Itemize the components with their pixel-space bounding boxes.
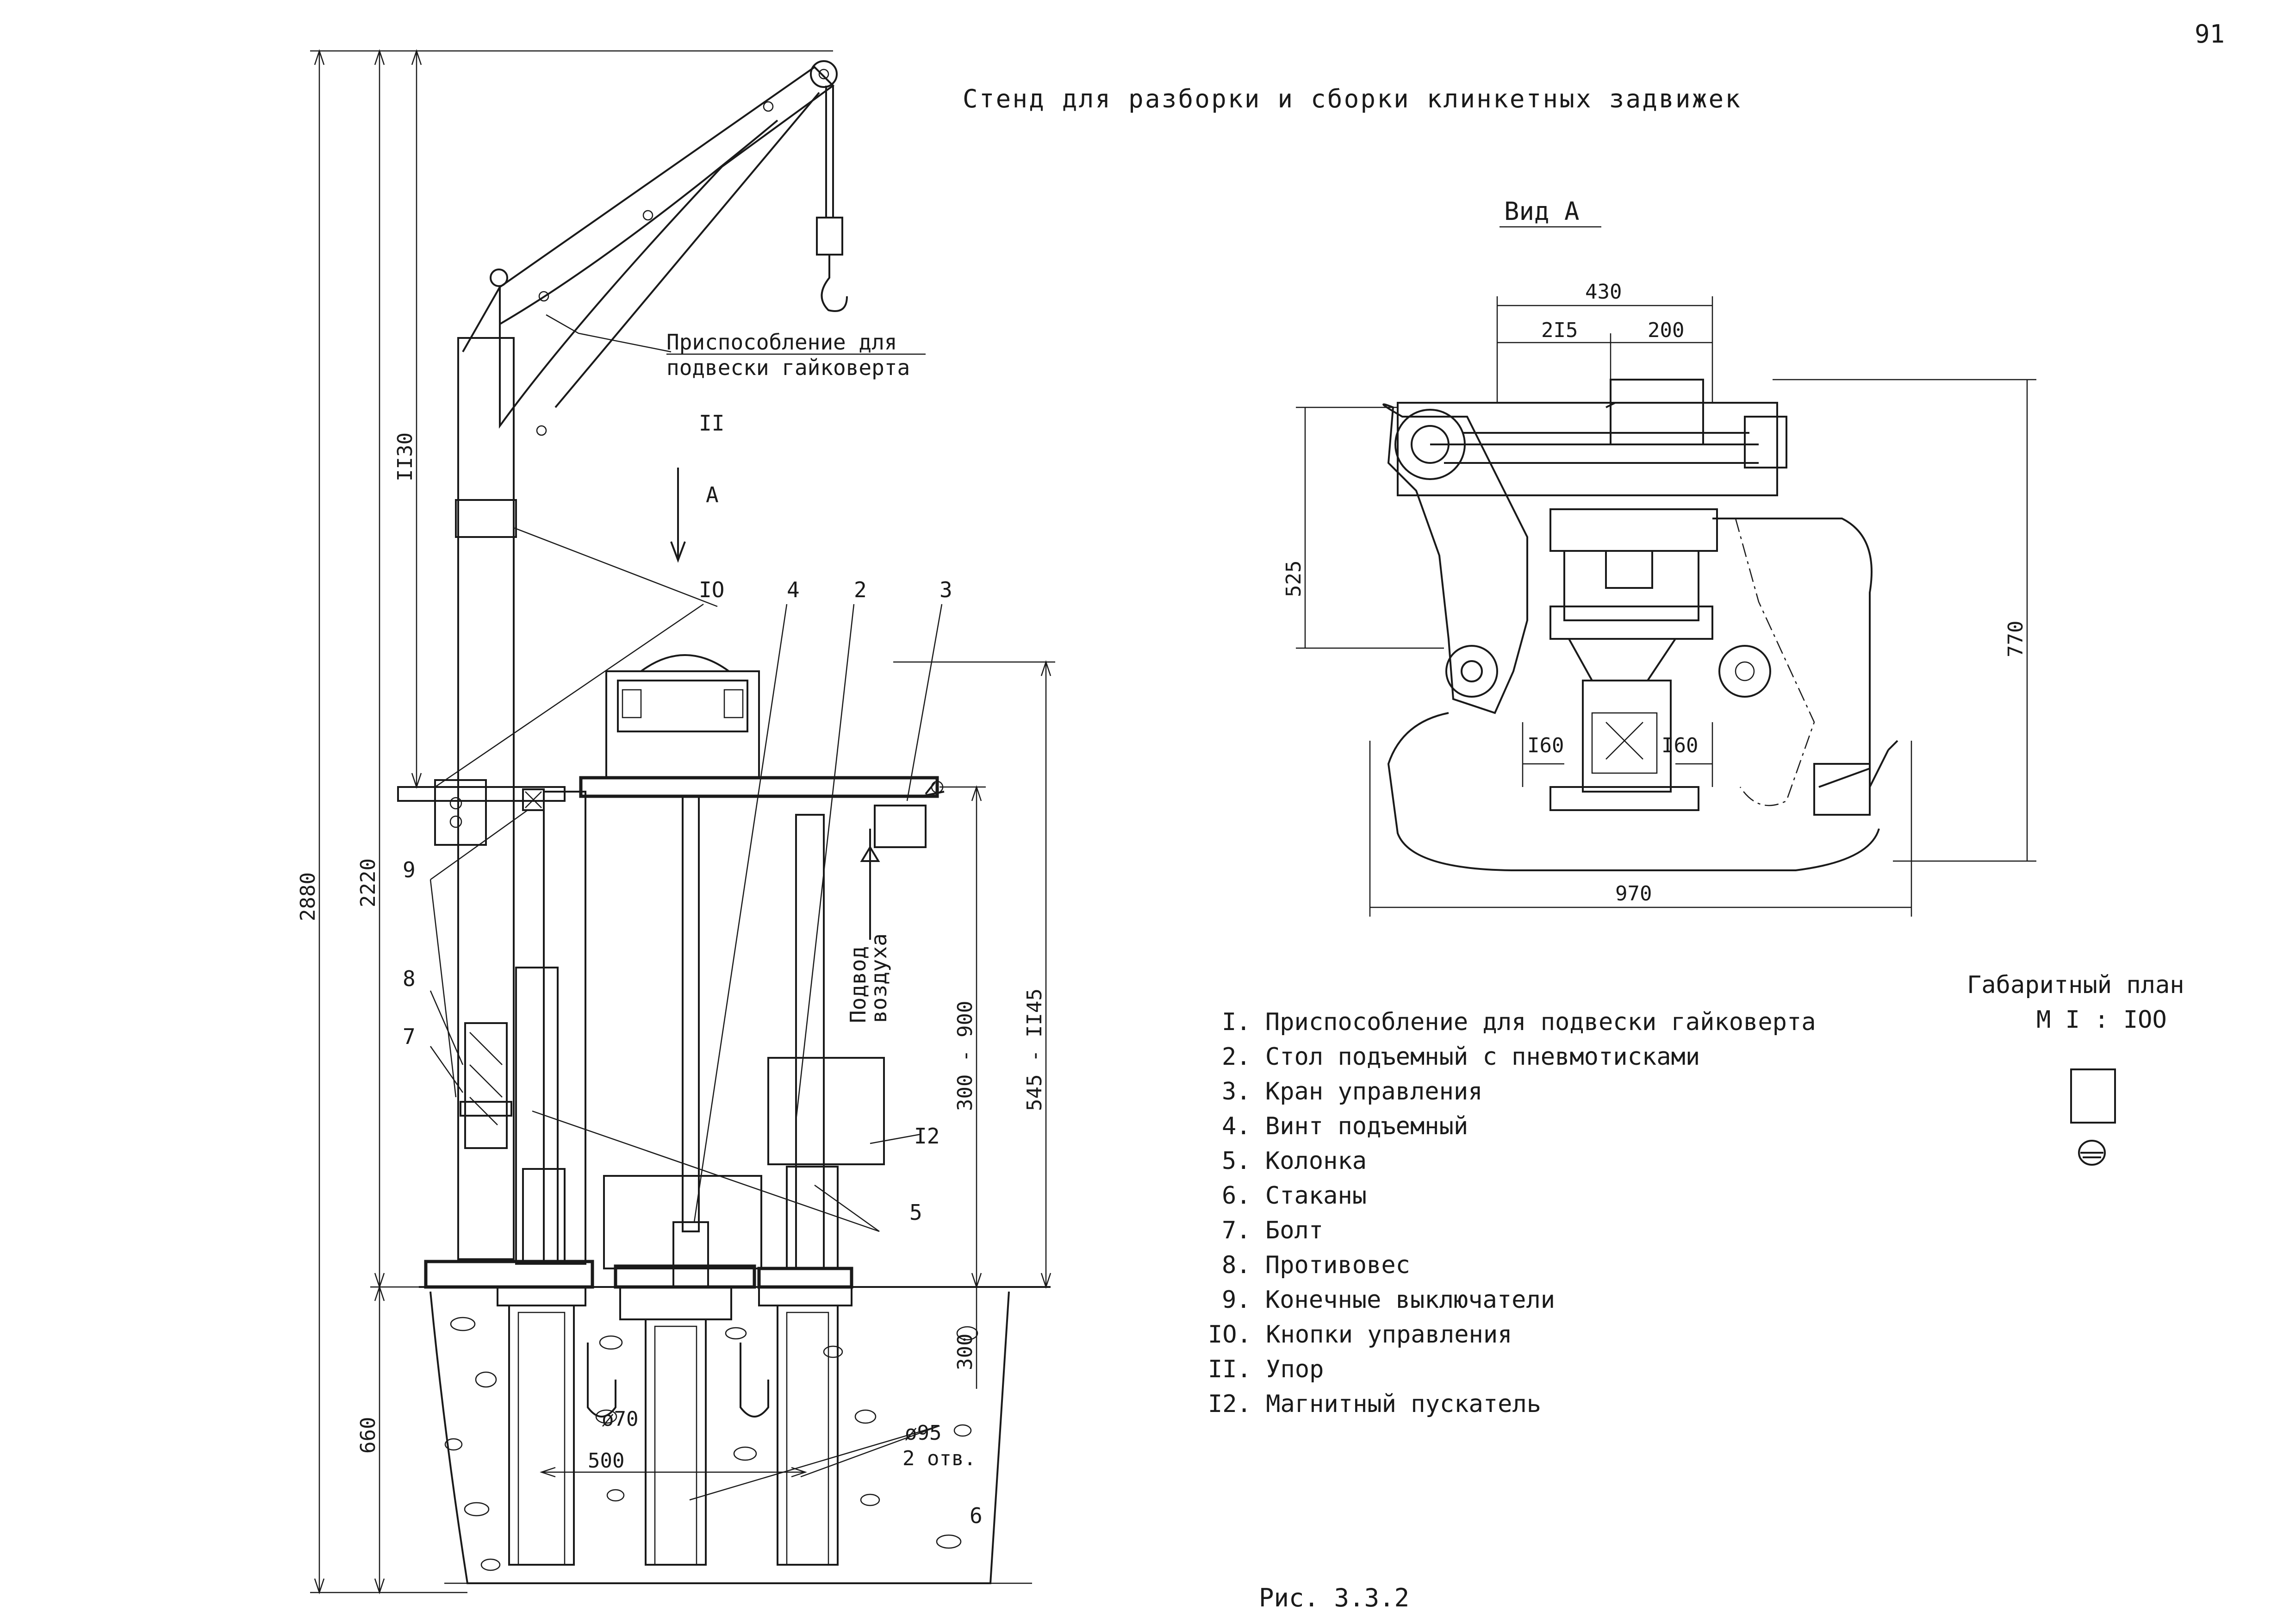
gabarit-plan: Габаритный план М I : IOO: [1967, 971, 2184, 1166]
air-supply-line1: Подвод: [846, 946, 871, 1023]
callout-2: 2: [854, 577, 867, 602]
legend-item-12: I2. Магнитный пускатель: [1208, 1390, 1541, 1418]
dim-dia-70: ø70: [602, 1407, 638, 1431]
callout-6: 6: [970, 1503, 983, 1528]
legend-item-11: II. Упор: [1208, 1355, 1324, 1383]
dim-2220: 2220: [356, 858, 380, 907]
figure-caption: Рис. 3.3.2: [1259, 1583, 1409, 1612]
sockets: [508, 1305, 839, 1566]
gabarit-column-mark: [2078, 1140, 2106, 1166]
legend-item-4: 4. Винт подъемный: [1222, 1112, 1468, 1140]
legend-item-3: 3. Кран управления: [1222, 1078, 1483, 1106]
legend-item-5: 5. Колонка: [1222, 1147, 1367, 1175]
magnetic-starter: [767, 1057, 885, 1165]
legend-item-8: 8. Противовес: [1222, 1251, 1410, 1279]
air-supply-line2: воздуха: [866, 933, 891, 1023]
control-buttons-box: [434, 779, 487, 846]
side-dimensions: [310, 49, 1055, 1594]
column-5: [515, 788, 586, 1265]
legend-item-7: 7. Болт: [1222, 1217, 1323, 1244]
callout-IO: IO: [699, 577, 724, 602]
drawing-title: Стенд для разборки и сборки клинкетных з…: [963, 84, 1740, 113]
gabarit-scale: М I : IOO: [2036, 1006, 2167, 1034]
dim-1130: II30: [393, 432, 417, 481]
page-number: 91: [2195, 19, 2225, 49]
lifting-table: [579, 654, 945, 1288]
callout-I2: I2: [914, 1124, 940, 1149]
dim-525: 525: [1282, 561, 1306, 597]
dim-430: 430: [1585, 280, 1622, 304]
arrow-a-label: А: [706, 482, 719, 507]
crane-column: [397, 337, 566, 1260]
jib-arm: [462, 60, 848, 436]
dim-160-left: I60: [1527, 734, 1564, 757]
dim-300: 300: [953, 1334, 977, 1370]
callout-II: II: [699, 411, 724, 436]
legend-item-6: 6. Стаканы: [1222, 1182, 1367, 1210]
dim-660: 660: [356, 1417, 380, 1454]
dim-770: 770: [2004, 621, 2028, 657]
dim-2-holes: 2 отв.: [902, 1447, 976, 1470]
view-a-title: Вид А: [1504, 197, 1580, 226]
legend-item-9: 9. Конечные выключатели: [1222, 1286, 1555, 1314]
dim-160-right: I60: [1661, 734, 1698, 757]
dim-dia-95: ø95: [905, 1421, 941, 1445]
foundation: [419, 1286, 1051, 1584]
dim-200: 200: [1648, 319, 1684, 342]
device-callout-line1: Приспособление для: [666, 330, 897, 355]
dim-300-900: 300 - 900: [953, 1001, 977, 1111]
legend-item-1: I. Приспособление для подвески гайковерт…: [1222, 1008, 1816, 1036]
dim-500: 500: [588, 1449, 624, 1473]
legend-item-10: IO. Кнопки управления: [1208, 1321, 1512, 1349]
side-view: 2880 2220 II30 660 300 - 900 545 - II45 …: [296, 49, 1055, 1594]
dim-2880: 2880: [296, 872, 320, 921]
callout-5: 5: [909, 1200, 922, 1225]
callout-9: 9: [403, 857, 416, 882]
gabarit-footprint: [2070, 1068, 2116, 1124]
legend: I. Приспособление для подвески гайковерт…: [1208, 1008, 1816, 1418]
callout-8: 8: [403, 966, 416, 991]
callout-7: 7: [403, 1024, 416, 1049]
legend-item-2: 2. Стол подъемный с пневмотисками: [1222, 1043, 1700, 1071]
dim-215: 2I5: [1541, 319, 1578, 342]
dim-545-1145: 545 - II45: [1023, 988, 1046, 1111]
top-view: Вид А: [1282, 197, 2036, 917]
callout-3: 3: [940, 577, 952, 602]
gabarit-title: Габаритный план: [1967, 971, 2184, 999]
callout-4: 4: [787, 577, 800, 602]
device-callout-line2: подвески гайковерта: [666, 355, 910, 380]
dim-970: 970: [1615, 882, 1652, 906]
